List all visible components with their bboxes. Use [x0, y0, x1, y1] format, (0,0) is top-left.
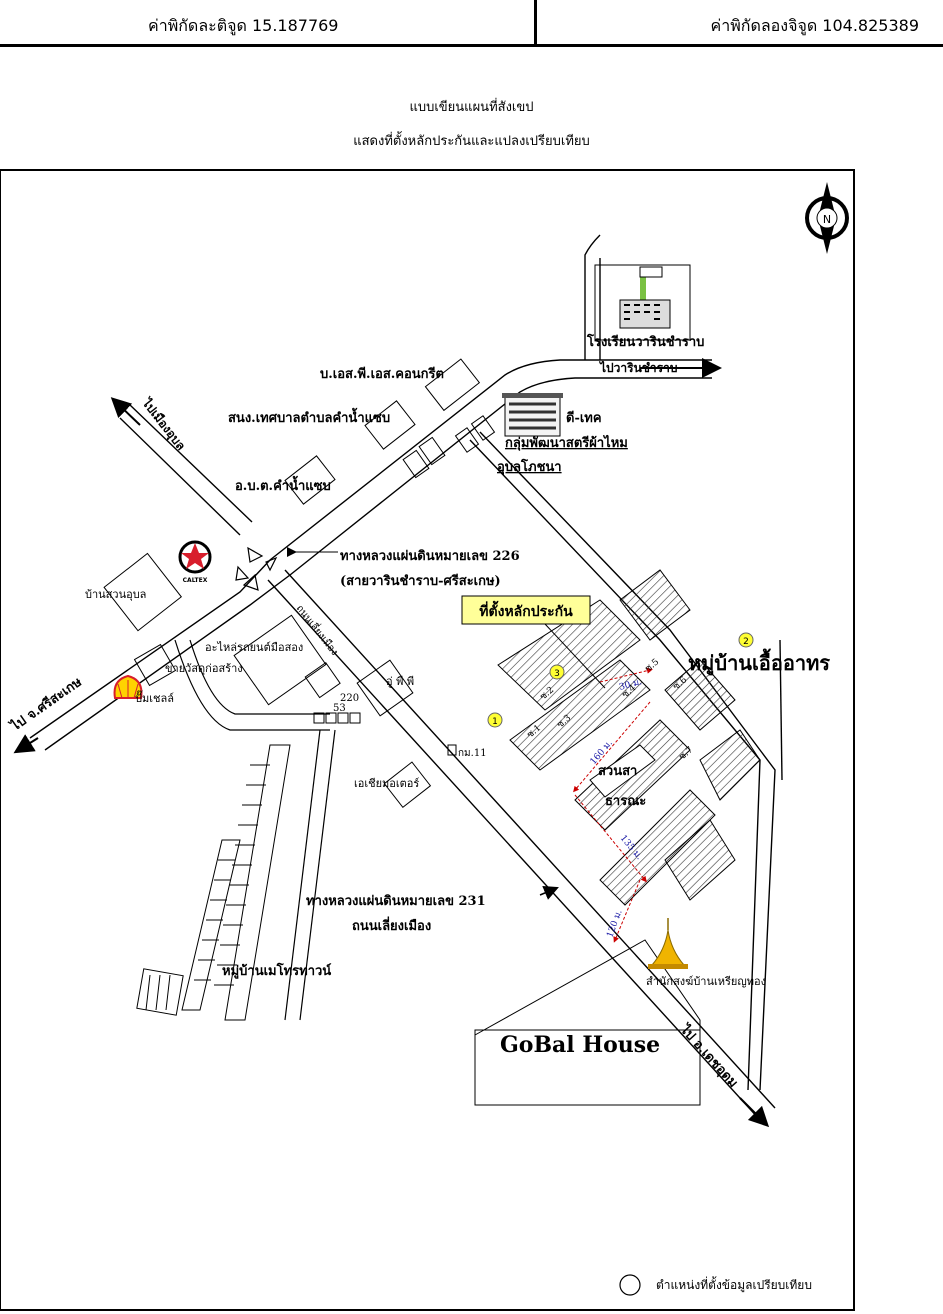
collateral-callout: ที่ตั้งหลักประกัน: [461, 595, 606, 689]
to-ubon-label: ไปเมืองอุบล: [138, 394, 189, 453]
public-garden-1: สวนสา: [598, 764, 637, 779]
map-frame: [0, 169, 855, 1311]
highway226-sub: (สายวารินชำราบ-ศรีสะเกษ): [340, 573, 501, 589]
header-rule: [0, 44, 943, 47]
km11-label: กม.11: [458, 748, 487, 759]
map-title: แบบเขียนแผนที่สังเขป: [409, 100, 534, 115]
metro-town-label: หมู่บ้านเมโทรทาวน์: [222, 962, 331, 979]
n220-label: 220: [340, 693, 359, 704]
dtech-label: ดี-เทค: [566, 410, 602, 426]
municipality-label: สนง.เทศบาลตำบลคำน้ำแซบ: [228, 407, 390, 426]
n53-label: 53: [333, 703, 346, 714]
silk-label: กลุ่มพัฒนาสตรีผ้าไหม: [505, 434, 628, 451]
obt-label: อ.บ.ต.คำน้ำแซบ: [235, 475, 331, 494]
buildings: [103, 358, 701, 1106]
concrete-label: บ.เอส.พี.เอส.คอนกรีต: [320, 366, 444, 382]
legend-circle-icon: [619, 1274, 641, 1296]
school-icon: [594, 264, 691, 341]
to-ubon-arrow: [110, 397, 141, 426]
highway231-sub: ถนนเลี่ยงเมือง: [352, 916, 431, 934]
asia-motor-label: เอเชียมอเตอร์: [354, 777, 419, 790]
legend-text: ตำแหน่งที่ตั้งข้อมูลเปรียบเทียบ: [656, 1276, 812, 1293]
marker-3: 3: [554, 669, 560, 679]
school-road: [584, 234, 601, 360]
collateral-label: ที่ตั้งหลักประกัน: [479, 600, 573, 620]
latitude-text: ค่าพิกัดละติจูด 15.187769: [148, 16, 339, 35]
to-detudom-arrow: [739, 1097, 770, 1128]
north-label: N: [823, 213, 831, 226]
caltex-text: CALTEX: [183, 577, 208, 584]
temple-label: สำนักสงฆ์บ้านเหรียญทอง: [646, 975, 766, 988]
shell-logo-icon: [113, 674, 143, 699]
public-garden-2: ธารณะ: [605, 794, 646, 809]
highway226-label: ทางหลวงแผ่นดินหมายเลข 226: [340, 549, 520, 564]
north-arrow-icon: N: [805, 182, 849, 254]
temple-icon: [648, 918, 688, 969]
to-warin-label: ไปวารินชำราบ: [598, 360, 677, 375]
hardware-label: ขายวัสดุก่อสร้าง: [165, 662, 243, 675]
to-sisaket-label: ไป จ.ศรีสะเกษ: [6, 673, 85, 736]
spare-parts-label: อะไหล่รถยนต์มือสอง: [205, 641, 303, 654]
to-detudom-label: ไป อ.เดชอุดม: [676, 1020, 742, 1091]
suan-ubon-label: บ้านสวนอุบล: [85, 588, 146, 601]
distance-160: 160 ม.: [589, 738, 615, 767]
upp-label: อู่ พี พี: [386, 675, 414, 688]
distance-lines: [573, 667, 653, 943]
marker-2: 2: [743, 637, 749, 647]
caltex-logo-icon: CALTEX: [178, 540, 212, 584]
marker-1: 1: [492, 717, 498, 727]
intersection-islands: [235, 546, 278, 591]
building-icon: [502, 393, 563, 437]
highway-226: [29, 359, 712, 751]
coordinate-header: ค่าพิกัดละติจูด 15.187769 ค่าพิกัดลองจิจ…: [0, 0, 943, 47]
village-label: หมู่บ้านเอื้ออาทร: [688, 648, 830, 677]
shell-label: ปั๊มเชลล์: [135, 690, 174, 705]
highway231-label: ทางหลวงแผ่นดินหมายเลข 231: [306, 894, 486, 909]
legend: ตำแหน่งที่ตั้งข้อมูลเปรียบเทียบ: [619, 1274, 812, 1296]
comparison-markers: 1 2 3: [487, 632, 754, 728]
to-sisaket-arrow: [13, 734, 39, 754]
housing-estate: [497, 569, 761, 906]
ubon-phochana-label: อุบลโภชนา: [497, 458, 562, 475]
local-road-sw: [174, 639, 336, 1021]
school-label: โรงเรียนวารินชำราบ: [586, 333, 704, 350]
header-divider: [534, 0, 537, 46]
map-subtitle: แสดงที่ตั้งหลักประกันและแปลงเปรียบเทียบ: [353, 134, 590, 149]
gobal-house-label: GoBal House: [500, 1032, 660, 1058]
longitude-text: ค่าพิกัดลองจิจูด 104.825389: [710, 16, 919, 35]
soi-5: ซ.5: [644, 657, 662, 674]
metro-town-block: [136, 744, 291, 1021]
